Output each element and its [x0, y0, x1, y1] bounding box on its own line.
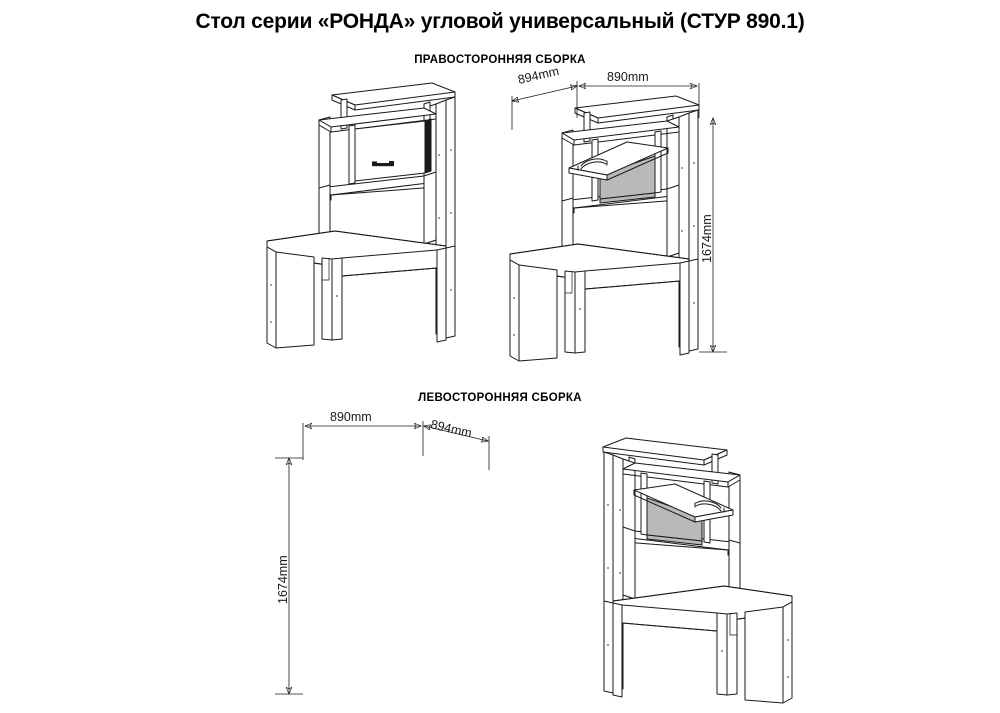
page-title: Стол серии «РОНДА» угловой универсальный… [195, 10, 805, 33]
dimension-label-1674-right: 1674mm [700, 214, 714, 263]
dimension-group-left-assembly: 890mm 894mm 1674mm [275, 410, 490, 694]
door-handle-open-icon [577, 158, 608, 171]
dimension-label-890-left: 890mm [330, 410, 372, 424]
door-handle-open-icon-mirror [694, 500, 725, 513]
section-heading-right-assembly: ПРАВОСТОРОННЯЯ СБОРКА [414, 54, 586, 66]
dimension-label-894-right: 894mm [517, 64, 561, 87]
dimension-label-890-right: 890mm [607, 70, 649, 84]
section-heading-left-assembly: ЛЕВОСТОРОННЯЯ СБОРКА [418, 392, 582, 404]
dimension-label-894-left: 894mm [429, 417, 473, 440]
view-right-open [509, 95, 700, 362]
door-handle-icon [372, 161, 394, 167]
view-left-open [602, 437, 793, 704]
dimension-label-1674-left: 1674mm [276, 555, 290, 604]
view-right-closed [266, 82, 456, 349]
